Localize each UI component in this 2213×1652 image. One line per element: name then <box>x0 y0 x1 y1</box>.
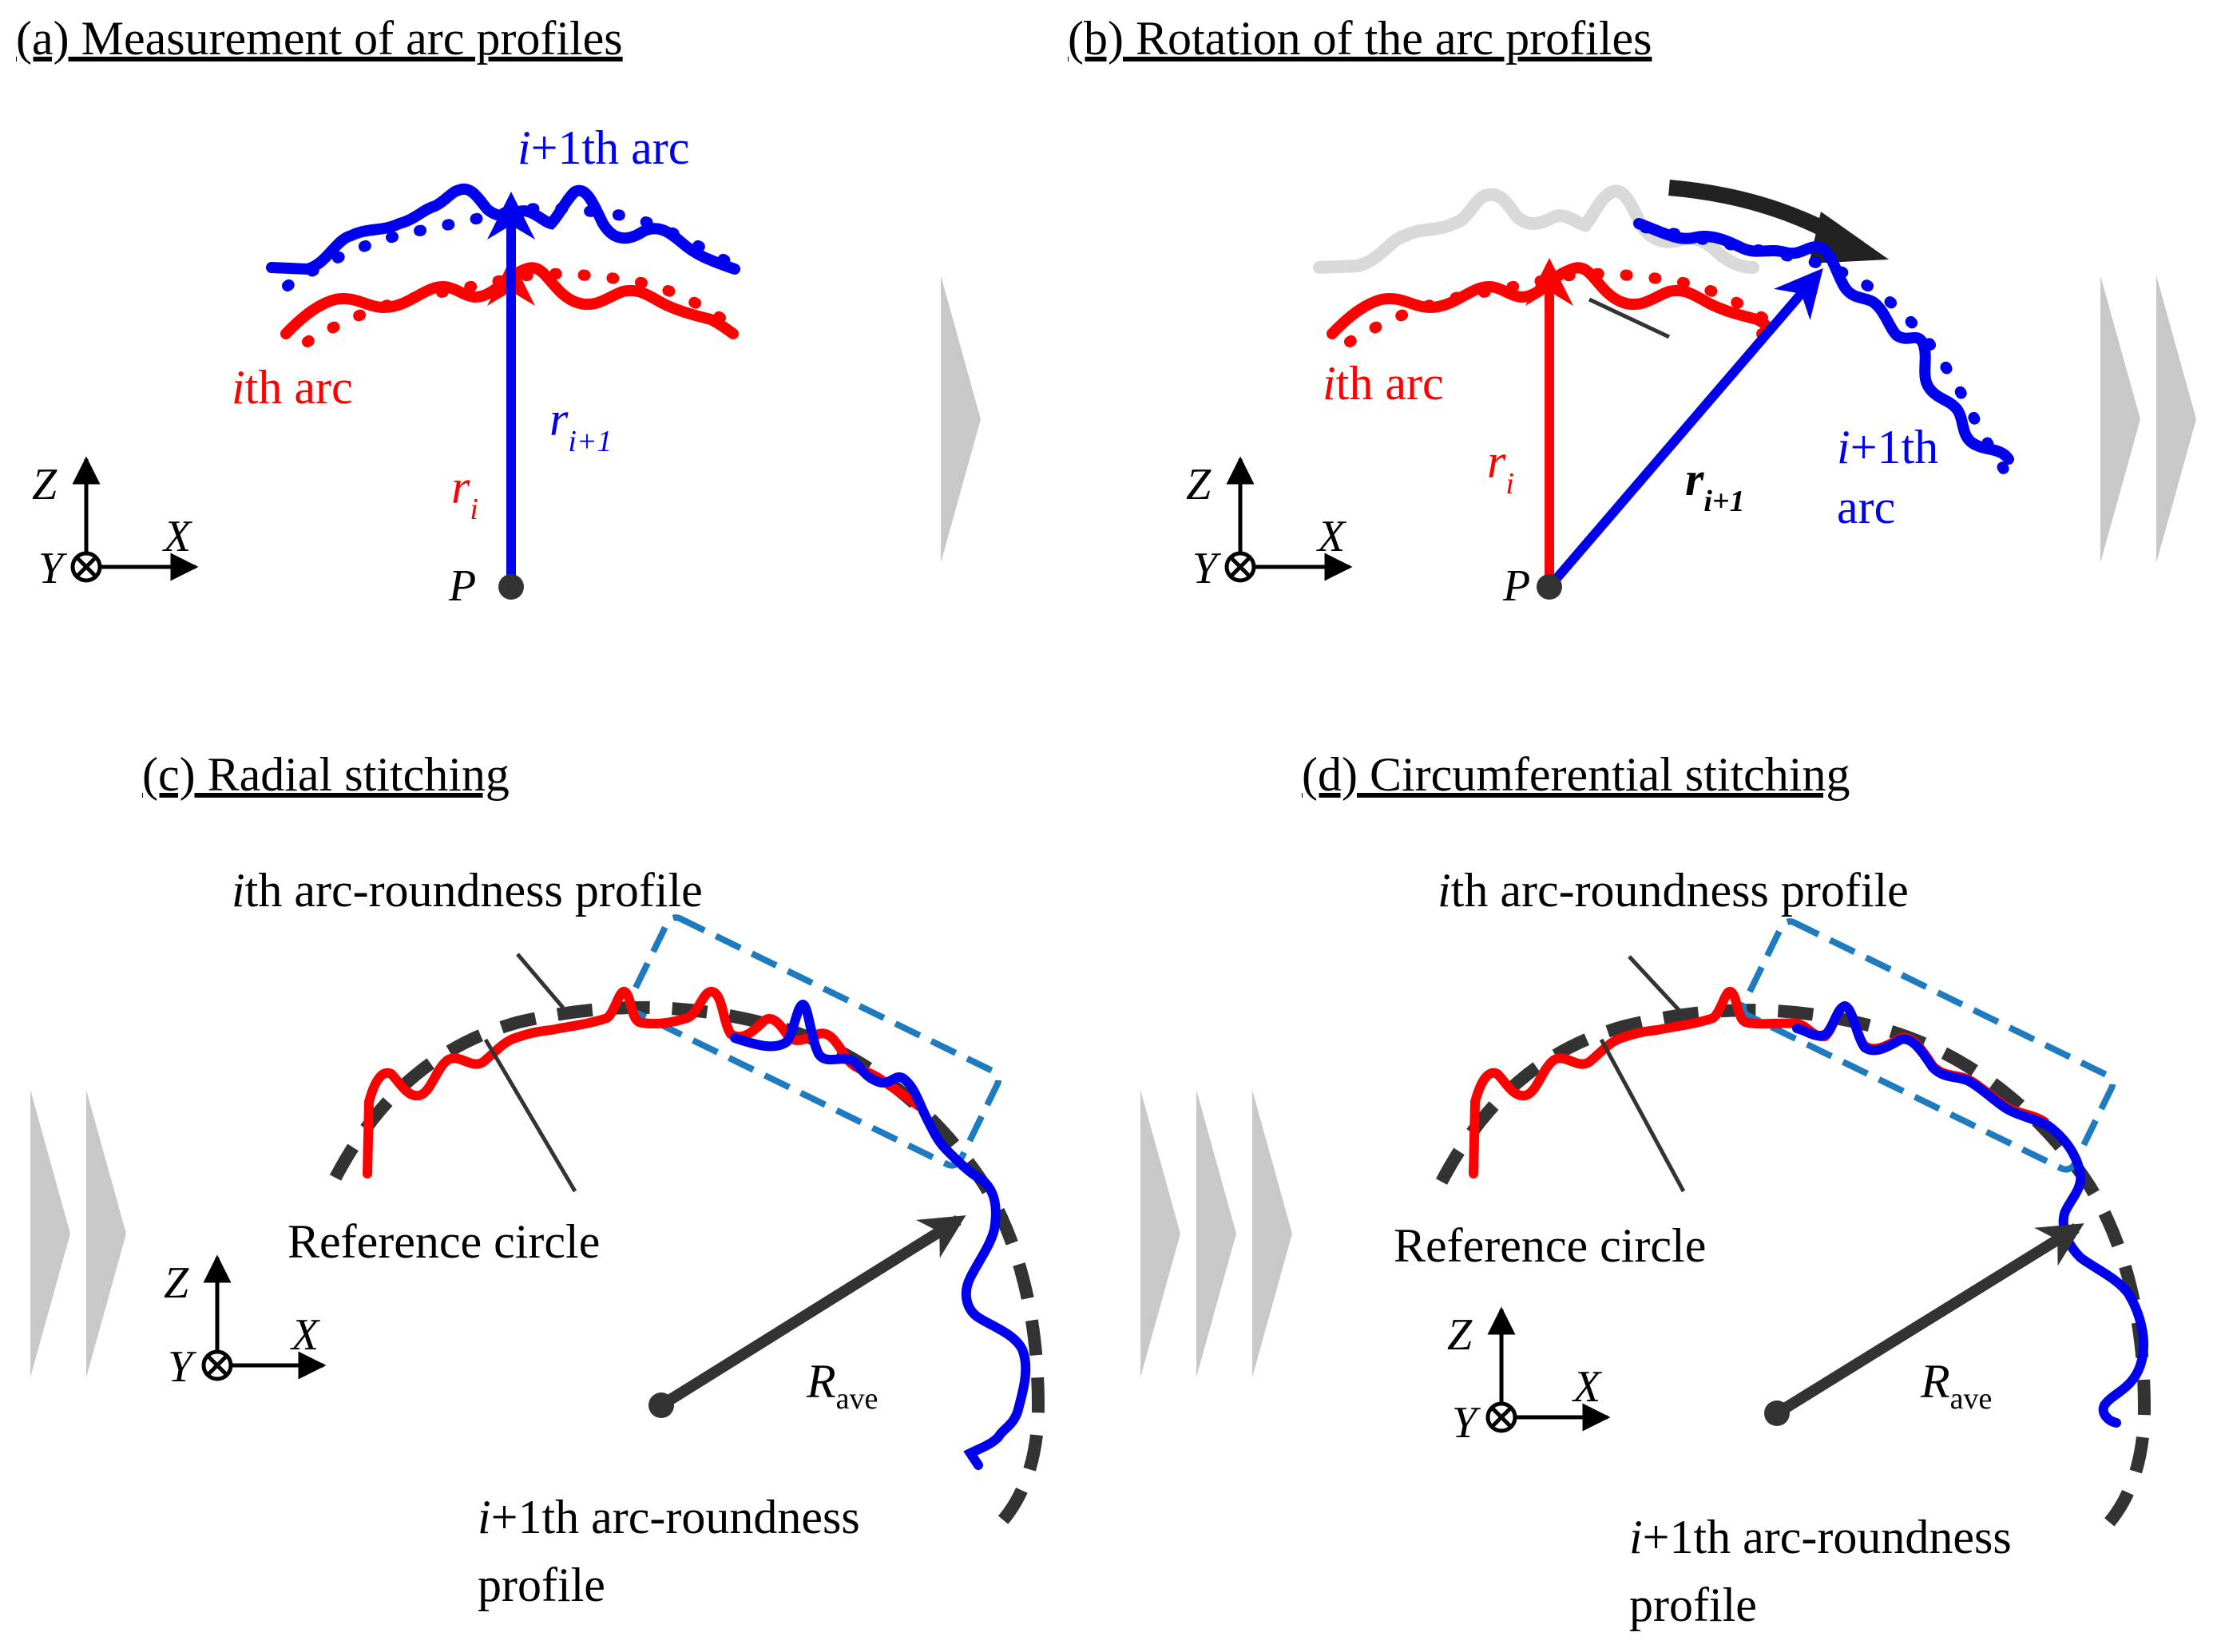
panel-d-x-label: X <box>1572 1362 1603 1412</box>
panel-b-x-label: X <box>1316 512 1347 561</box>
panel-a-r-i1-label: ri+1 <box>549 393 613 458</box>
panel-b-r-i1-label: ri+1 <box>1685 453 1745 518</box>
panel-c-reference-label: Reference circle <box>288 1215 600 1268</box>
panel-b-point-p <box>1537 574 1562 600</box>
panel-b-axis-indicator: Z X Y <box>1186 456 1353 593</box>
panel-c: (c) Radial stitching ith arc-roundness p… <box>142 748 1045 1611</box>
panel-d-leader-top <box>1628 955 1683 1014</box>
panel-d-reference-label: Reference circle <box>1394 1219 1706 1272</box>
panel-a-lower-arc-label: ith arc <box>232 361 353 414</box>
panel-b: (b) Rotation of the arc profiles ith arc… <box>1068 12 2022 611</box>
panel-d-profile-i1-label-line2: profile <box>1629 1579 1757 1631</box>
panel-b-r-i-label: ri <box>1487 435 1514 501</box>
chevron-right-icon <box>1252 1090 1292 1377</box>
panel-c-profile-i1-label-line2: profile <box>478 1559 605 1611</box>
panel-c-overlap-box <box>625 914 1002 1169</box>
panel-b-upper-arc-label: i+1th <box>1837 421 1938 473</box>
panel-a-y-label: Y <box>38 544 68 593</box>
panel-d-profile-i1 <box>1792 1000 2149 1428</box>
panel-c-profile-i1-label: i+1th arc-roundness <box>478 1491 860 1543</box>
chevron-right-icon <box>2100 275 2140 563</box>
panel-b-title: (b) Rotation of the arc profiles <box>1068 12 1652 65</box>
panel-c-x-label: X <box>290 1310 321 1360</box>
panel-b-y-label: Y <box>1192 544 1222 593</box>
panel-a-title: (a) Measurement of arc profiles <box>16 12 623 65</box>
panel-c-radius-label: Rave <box>806 1355 878 1416</box>
panel-b-leader <box>1588 297 1671 339</box>
axis-cross-icon <box>201 1349 233 1381</box>
chevron-right-icon <box>2156 275 2196 563</box>
panel-c-leader-top <box>516 953 565 1009</box>
panel-d-profile-i-label: ith arc-roundness profile <box>1438 864 1909 917</box>
panel-c-center-point <box>648 1393 674 1418</box>
axis-cross-icon <box>70 551 102 583</box>
panel-a-point-p <box>498 574 524 600</box>
panel-a-r-i-label: ri <box>451 461 478 526</box>
panel-a-upper-arc-label: i+1th arc <box>518 121 689 174</box>
chevron-right-icon <box>1196 1090 1236 1377</box>
panel-a-z-label: Z <box>32 460 58 509</box>
panel-a-x-label: X <box>162 512 193 561</box>
rotation-arrow-head <box>1809 212 1889 263</box>
panel-d-overlap-box <box>1739 918 2116 1173</box>
panel-d-y-label: Y <box>1452 1398 1481 1448</box>
panel-a-point-p-label: P <box>448 561 476 611</box>
panel-c-profile-i-label: ith arc-roundness profile <box>232 864 703 917</box>
panel-c-profile-i1 <box>730 999 1031 1470</box>
panel-d-radius-vector <box>1774 1223 2084 1418</box>
panel-c-profile-i <box>363 987 923 1179</box>
chevron-right-icon <box>941 275 981 563</box>
panel-c-radius-vector <box>658 1215 966 1410</box>
panel-c-z-label: Z <box>164 1258 189 1308</box>
panel-d-leader-ref <box>1599 1038 1686 1193</box>
panel-d-reference-circle <box>1435 1004 2152 1528</box>
panel-b-z-label: Z <box>1186 460 1212 509</box>
panel-d-center-point <box>1764 1400 1790 1426</box>
panel-d-radius-label: Rave <box>1920 1355 1992 1416</box>
panel-c-axis-indicator: Z X Y <box>164 1254 327 1392</box>
panel-b-point-p-label: P <box>1502 561 1530 611</box>
axis-cross-icon <box>1485 1401 1517 1433</box>
panel-b-upper-arc-profile <box>1633 218 2014 465</box>
panel-d-title: (d) Circumferential stitching <box>1302 748 1850 801</box>
panel-d-axis-indicator: Z X Y <box>1447 1306 1611 1448</box>
panel-b-original-profile <box>1313 184 1759 274</box>
panel-b-r-i1-vector <box>1545 267 1823 590</box>
panel-d-profile-i1-label: i+1th arc-roundness <box>1629 1511 2012 1563</box>
curved-arrow-icon <box>1668 180 1845 245</box>
panel-d-z-label: Z <box>1447 1310 1473 1360</box>
panel-c-leader-ref <box>483 1038 577 1193</box>
chevron-right-icon <box>30 1090 70 1377</box>
panel-b-lower-arc-label: ith arc <box>1323 357 1444 410</box>
chevron-right-icon <box>1140 1090 1180 1377</box>
panel-a-axis-indicator: Z X Y <box>32 456 199 593</box>
panel-d: (d) Circumferential stitching ith arc-ro… <box>1302 748 2152 1631</box>
chevron-right-icon <box>86 1090 126 1377</box>
axis-cross-icon <box>1224 551 1256 583</box>
panel-c-title: (c) Radial stitching <box>142 748 510 801</box>
panel-a: (a) Measurement of arc profiles i+1th ar… <box>16 12 740 611</box>
panel-b-upper-arc-label-line2: arc <box>1837 481 1895 533</box>
panel-c-y-label: Y <box>168 1342 197 1392</box>
